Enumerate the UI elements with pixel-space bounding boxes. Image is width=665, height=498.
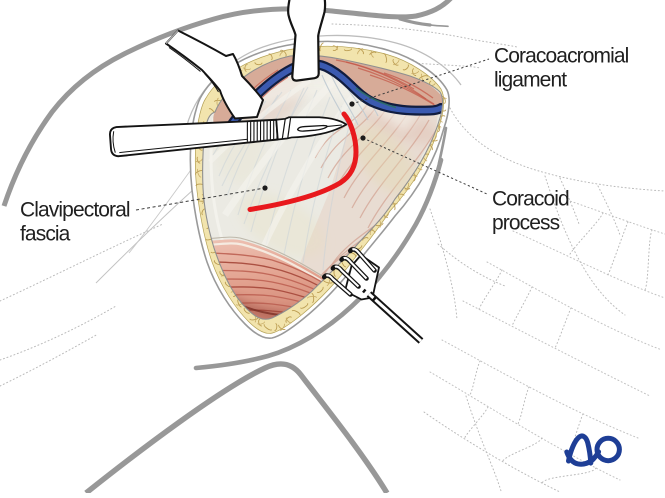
svg-text:Clavipectoral: Clavipectoral: [20, 199, 130, 222]
svg-text:process: process: [492, 212, 560, 235]
svg-text:Coracoacromial: Coracoacromial: [494, 45, 629, 68]
svg-text:fascia: fascia: [20, 223, 71, 246]
svg-text:ligament: ligament: [494, 69, 567, 92]
svg-text:Coracoid: Coracoid: [492, 188, 569, 211]
